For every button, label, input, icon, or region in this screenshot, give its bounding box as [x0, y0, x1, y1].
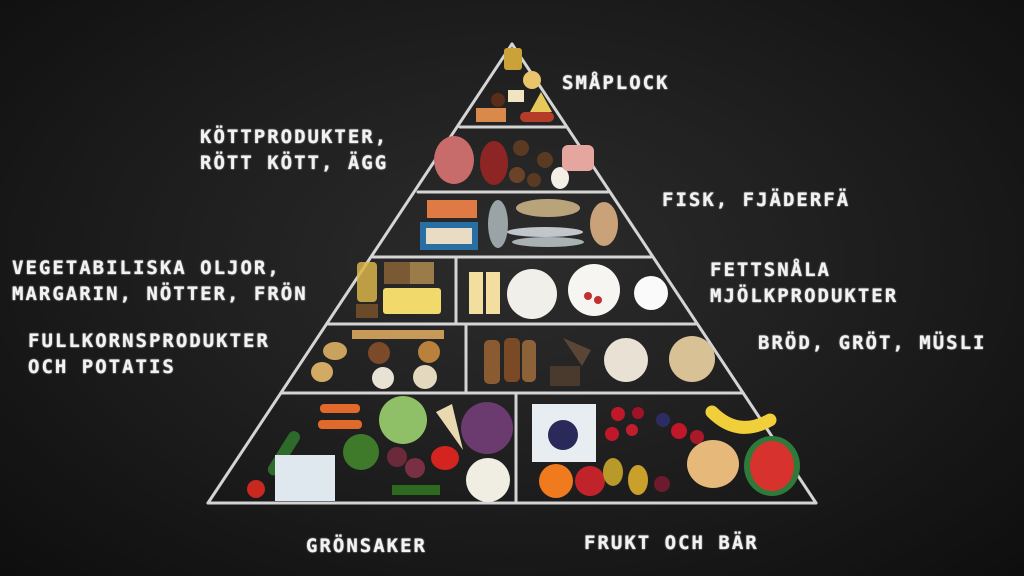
label-fisk-fjaderfa: FISK, FJÄDERFÄ — [662, 187, 850, 213]
wholegrain-food-items — [311, 330, 444, 389]
label-smaplock: SMÅPLOCK — [562, 70, 670, 96]
label-kottprodukter-line2: RÖTT KÖTT, ÄGG — [200, 150, 388, 176]
label-fullkorn-line1: FULLKORNSPRODUKTER — [28, 328, 270, 354]
fish-poultry-food-items — [420, 199, 618, 250]
label-mjolkprodukter-line1: FETTSNÅLA — [710, 257, 898, 283]
bread-porridge-food-items — [484, 336, 715, 386]
label-vegetabiliska-line2: MARGARIN, NÖTTER, FRÖN — [12, 281, 308, 307]
oils-nuts-food-items — [356, 262, 441, 318]
label-kottprodukter-line1: KÖTTPRODUKTER, — [200, 124, 388, 150]
snacks-food-items — [476, 48, 554, 122]
label-vegetabiliska-oljor: VEGETABILISKA OLJOR, MARGARIN, NÖTTER, F… — [12, 255, 308, 307]
label-kottprodukter: KÖTTPRODUKTER, RÖTT KÖTT, ÄGG — [200, 124, 388, 176]
label-mjolkprodukter: FETTSNÅLA MJÖLKPRODUKTER — [710, 257, 898, 309]
label-gronsaker: GRÖNSAKER — [306, 533, 427, 559]
dairy-food-items — [469, 264, 668, 319]
label-mjolkprodukter-line2: MJÖLKPRODUKTER — [710, 283, 898, 309]
label-fullkornsprodukter: FULLKORNSPRODUKTER OCH POTATIS — [28, 328, 270, 380]
label-vegetabiliska-line1: VEGETABILISKA OLJOR, — [12, 255, 308, 281]
label-fullkorn-line2: OCH POTATIS — [28, 354, 270, 380]
vegetables-food-items — [247, 396, 513, 502]
fruit-berries-food-items — [532, 404, 800, 498]
meat-food-items — [434, 136, 594, 189]
label-brod-grot-musli: BRÖD, GRÖT, MÜSLI — [758, 330, 986, 356]
label-frukt-och-bar: FRUKT OCH BÄR — [584, 530, 759, 556]
